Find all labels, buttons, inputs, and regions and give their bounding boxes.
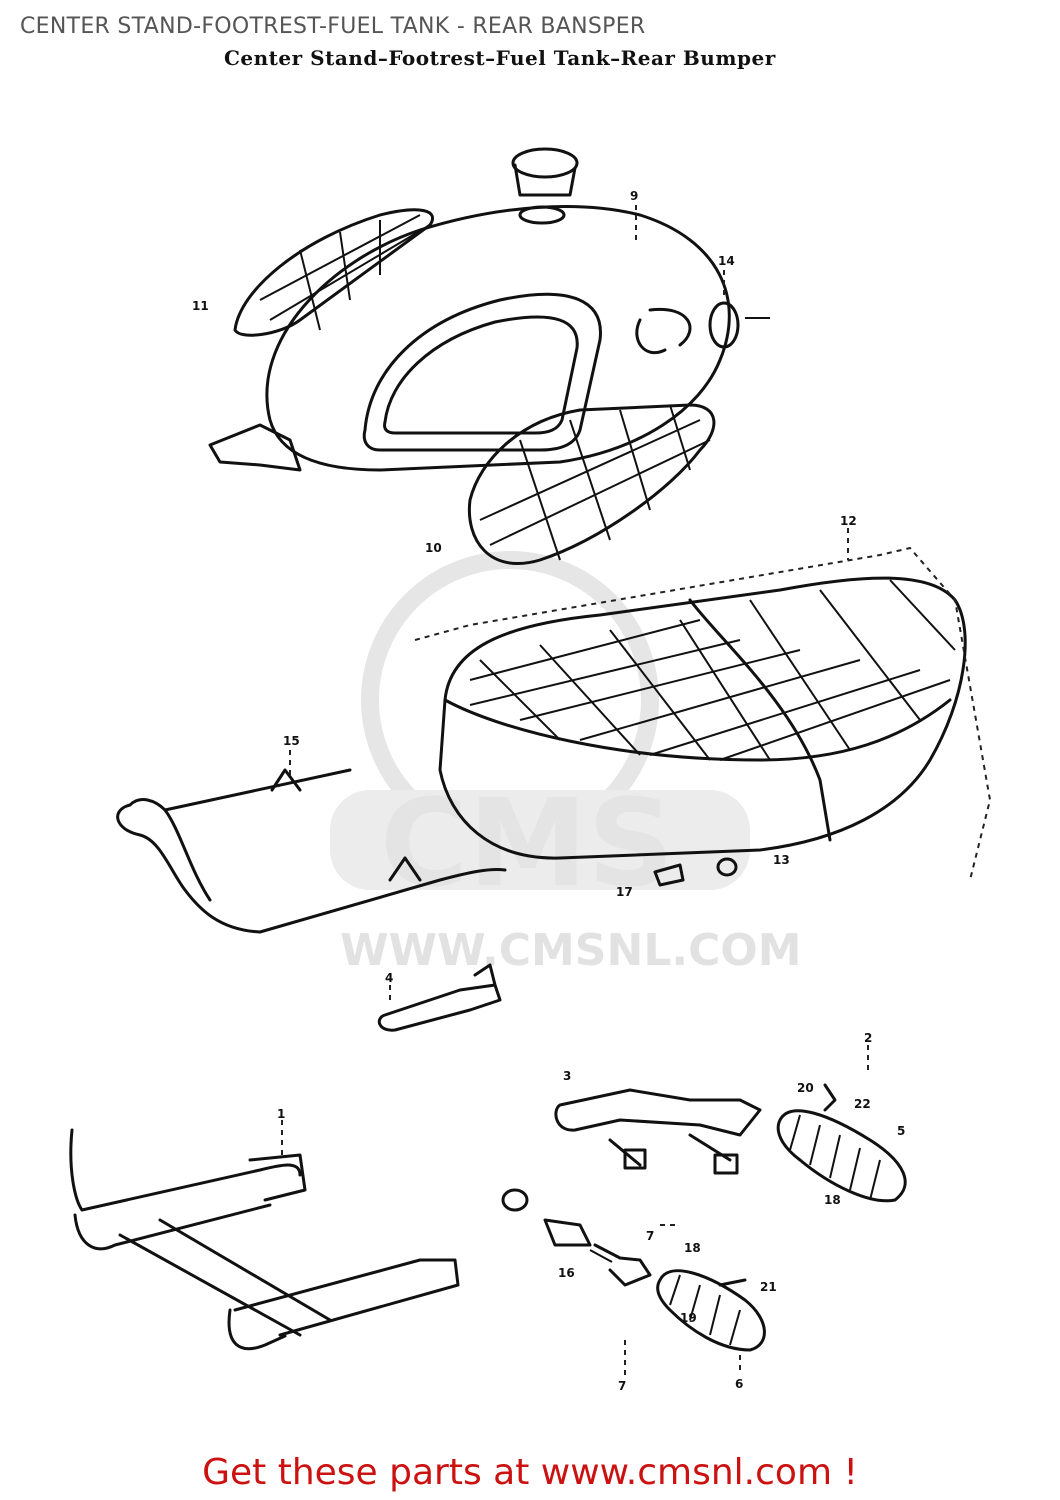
part-label: 18 [824,1193,841,1207]
shop-parts-link[interactable]: Get these parts at www.cmsnl.com ! [202,1452,858,1493]
part-label: 9 [630,189,638,203]
footrest-rubber-left [656,1269,766,1352]
part-label: 6 [735,1377,743,1391]
watermark-brand: CMS [380,775,674,914]
part-label: 7 [618,1379,626,1393]
part-label: 1 [277,1107,285,1121]
part-label: 12 [840,514,857,528]
leader-lines [281,205,869,1380]
part-label: 10 [425,541,442,555]
knee-grip-upper [233,208,434,337]
part-label: 21 [760,1280,777,1294]
seat [414,546,992,881]
footrest-rubber-right [776,1083,907,1203]
part-label: 5 [897,1124,905,1138]
part-label: 19 [680,1311,697,1325]
bracket [377,963,502,1032]
part-label: 3 [563,1069,571,1083]
part-number-labels: 9 11 14 10 12 15 13 17 4 1 2 3 20 22 5 1… [192,189,905,1393]
part-label: 18 [684,1241,701,1255]
page-title: CENTER STAND-FOOTREST-FUEL TANK - REAR B… [20,14,646,39]
watermark-url: WWW.CMSNL.COM [340,925,802,976]
rear-bumper [116,768,507,934]
part-label: 15 [283,734,300,748]
part-label: 20 [797,1081,814,1095]
footrest-pin [501,1188,747,1287]
fuel-tank [208,147,731,472]
part-label: 11 [192,299,209,313]
part-label: 17 [616,885,633,899]
part-label: 2 [864,1031,872,1045]
watermark-badge [330,790,750,890]
part-label: 4 [385,971,393,985]
part-label: 22 [854,1097,871,1111]
center-stand [69,1128,460,1351]
knee-grip-lower [467,403,716,566]
part-label: 7 [646,1229,654,1243]
tank-emblem [708,301,770,349]
watermark: CMS WWW.CMSNL.COM [330,551,802,976]
part-label: 16 [558,1266,575,1280]
part-label: 14 [718,254,735,268]
seat-hardware [653,857,738,887]
diagram-title: Center Stand–Footrest–Fuel Tank–Rear Bum… [224,46,776,70]
footrest-bracket [554,1088,762,1175]
part-label: 13 [773,853,790,867]
